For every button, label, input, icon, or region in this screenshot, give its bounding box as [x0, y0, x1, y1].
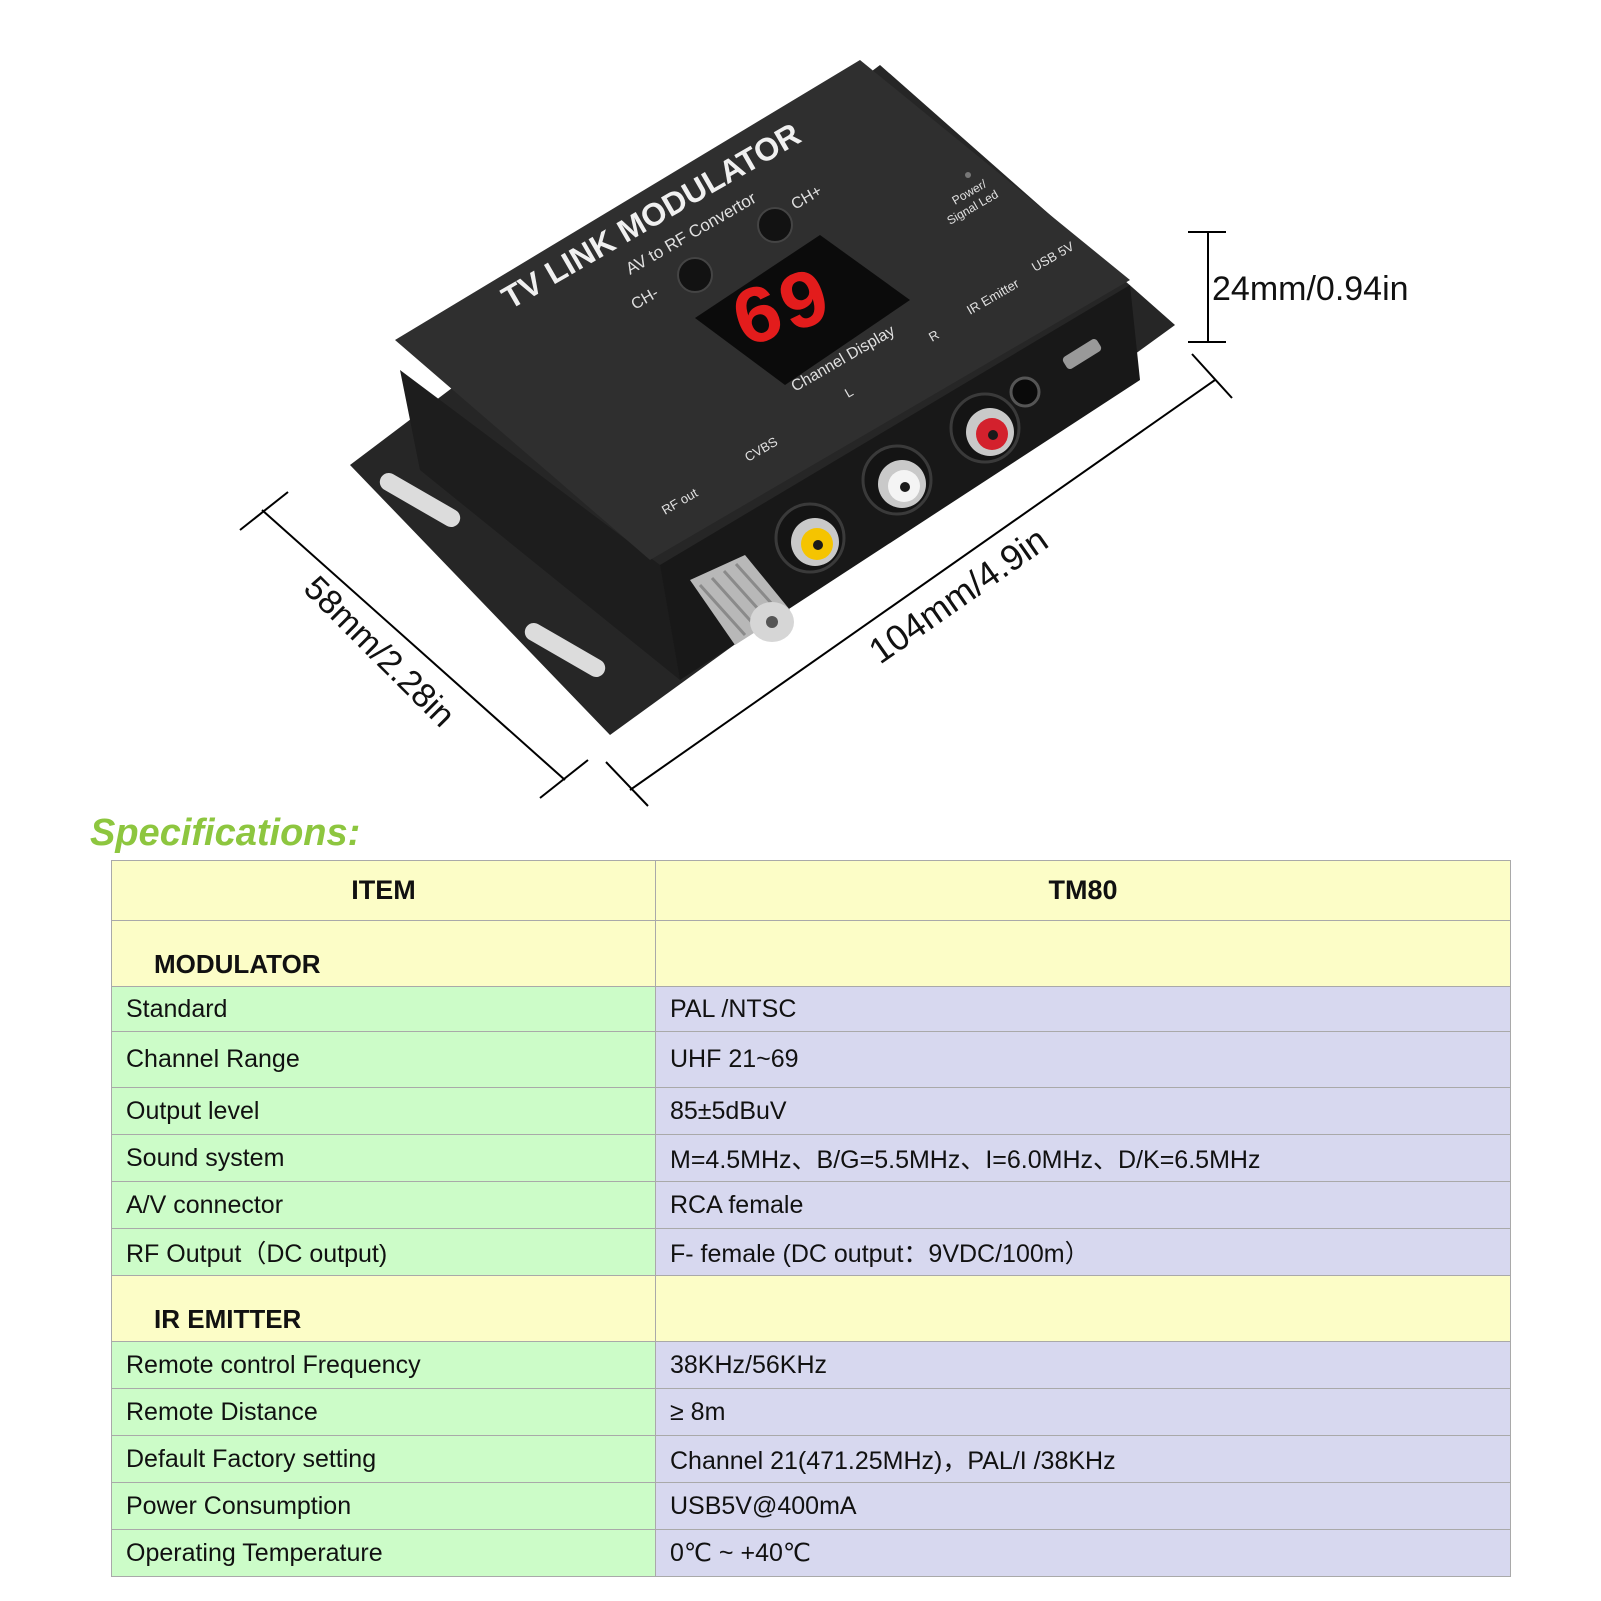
- spec-label: Remote Distance: [111, 1388, 656, 1436]
- spec-label: Default Factory setting: [111, 1435, 656, 1483]
- spec-label: Standard: [111, 986, 656, 1032]
- section-heading: IR EMITTER: [111, 1275, 656, 1342]
- spec-label: Operating Temperature: [111, 1529, 656, 1577]
- rf-f-connector: [690, 555, 794, 645]
- width-dimension: [239, 491, 589, 799]
- spec-value: PAL /NTSC: [655, 986, 1511, 1032]
- ch-plus-button[interactable]: [757, 207, 793, 243]
- section-row: MODULATOR: [111, 920, 1511, 987]
- ch-minus-button[interactable]: [677, 257, 713, 293]
- ir-jack-icon: [1009, 376, 1041, 408]
- usb-port-icon: [1062, 338, 1102, 370]
- section-value-empty: [655, 1275, 1511, 1342]
- power-led-icon: [965, 172, 971, 178]
- spec-value: 85±5dBuV: [655, 1087, 1511, 1135]
- width-dimension-label: 58mm/2.28in: [296, 569, 462, 735]
- length-dimension: [605, 353, 1233, 807]
- section-value-empty: [655, 920, 1511, 987]
- spec-label: Output level: [111, 1087, 656, 1135]
- product-illustration: TV LINK MODULATOR AV to RF Convertor CH-…: [239, 60, 1409, 807]
- spec-label: Power Consumption: [111, 1482, 656, 1530]
- specifications-title: Specifications:: [90, 812, 361, 854]
- height-dimension-label: 24mm/0.94in: [1212, 270, 1409, 308]
- spec-label: A/V connector: [111, 1181, 656, 1229]
- table-header-row: ITEM TM80: [111, 860, 1511, 921]
- spec-value: F- female (DC output：9VDC/100m）: [655, 1228, 1511, 1276]
- mounting-slot: [379, 473, 461, 527]
- spec-value: USB5V@400mA: [655, 1482, 1511, 1530]
- height-dimension: [1188, 231, 1226, 343]
- spec-value: 0℃ ~ +40℃: [655, 1529, 1511, 1577]
- mounting-slot: [524, 623, 606, 677]
- section-heading: MODULATOR: [111, 920, 656, 987]
- rca-white-connector: [861, 444, 933, 516]
- spec-value: UHF 21~69: [655, 1031, 1511, 1088]
- spec-label: RF Output（DC output): [111, 1228, 656, 1276]
- rca-red-connector: [949, 392, 1021, 464]
- spec-value: M=4.5MHz、B/G=5.5MHz、I=6.0MHz、D/K=6.5MHz: [655, 1134, 1511, 1182]
- spec-value: ≥ 8m: [655, 1388, 1511, 1436]
- spec-value: RCA female: [655, 1181, 1511, 1229]
- header-model: TM80: [655, 860, 1511, 921]
- header-item: ITEM: [111, 860, 656, 921]
- device-front-face: [400, 370, 680, 680]
- section-row: IR EMITTER: [111, 1275, 1511, 1342]
- table-row: RF Output（DC output)F- female (DC output…: [111, 1228, 1511, 1276]
- rca-yellow-connector: [774, 502, 846, 574]
- spec-value: Channel 21(471.25MHz)，PAL/I /38KHz: [655, 1435, 1511, 1483]
- spec-value: 38KHz/56KHz: [655, 1341, 1511, 1389]
- channel-display: [695, 235, 910, 385]
- spec-label: Remote control Frequency: [111, 1341, 656, 1389]
- table-row: Remote Distance≥ 8m: [111, 1388, 1511, 1436]
- spec-label: Sound system: [111, 1134, 656, 1182]
- spec-label: Channel Range: [111, 1031, 656, 1088]
